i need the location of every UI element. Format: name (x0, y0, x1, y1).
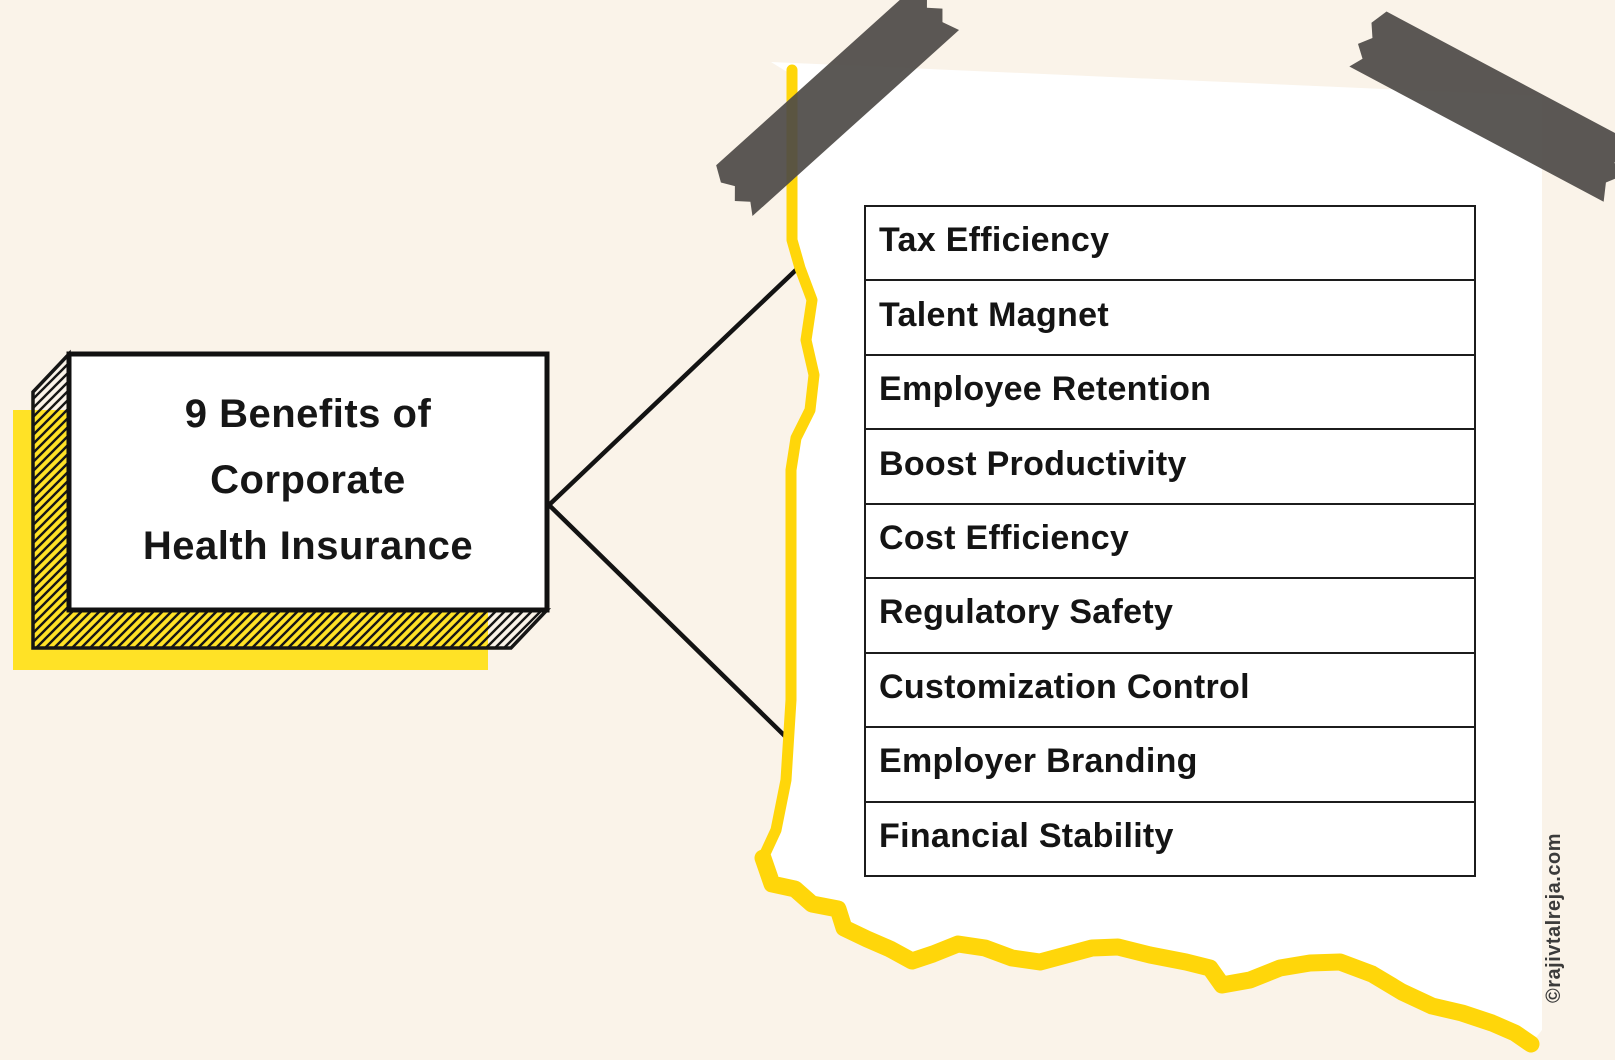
benefit-label: Cost Efficiency (879, 518, 1130, 557)
title-line-3: Health Insurance (142, 524, 474, 568)
paper-edge-torn-bottom (754, 849, 1540, 1053)
benefit-label: Boost Productivity (879, 444, 1187, 483)
paper-edge-left (757, 64, 820, 864)
connector-line-upper (546, 265, 801, 508)
benefit-label: Customization Control (879, 667, 1250, 706)
title-card-box (66, 351, 550, 613)
benefit-row: Boost Productivity (866, 428, 1474, 502)
connector-line-lower (546, 502, 794, 745)
benefits-table: Tax Efficiency Talent Magnet Employee Re… (864, 205, 1476, 877)
title-card-text: 9 Benefits of Corporate Health Insurance (79, 381, 537, 579)
benefit-label: Talent Magnet (879, 295, 1109, 334)
benefit-row: Employer Branding (866, 726, 1474, 800)
benefit-row: Financial Stability (866, 800, 1474, 875)
title-line-2: Corporate (210, 458, 406, 502)
benefit-label: Employee Retention (879, 370, 1212, 409)
benefit-row: Talent Magnet (866, 279, 1474, 353)
benefit-label: Regulatory Safety (879, 593, 1174, 632)
benefit-row: Tax Efficiency (866, 207, 1474, 279)
title-line-1: 9 Benefits of (184, 392, 432, 436)
benefit-label: Financial Stability (879, 816, 1174, 855)
benefit-row: Customization Control (866, 651, 1474, 726)
washi-tape-left (716, 0, 960, 217)
benefit-label: Tax Efficiency (879, 221, 1110, 260)
paper-sheet (763, 62, 1542, 1044)
benefit-row: Regulatory Safety (866, 577, 1474, 651)
benefit-row: Employee Retention (866, 353, 1474, 428)
watermark: ©rajivtalreja.com (1543, 833, 1565, 1003)
washi-tape-right (1349, 11, 1615, 202)
benefit-label: Employer Branding (879, 742, 1198, 781)
benefit-row: Cost Efficiency (866, 502, 1474, 577)
